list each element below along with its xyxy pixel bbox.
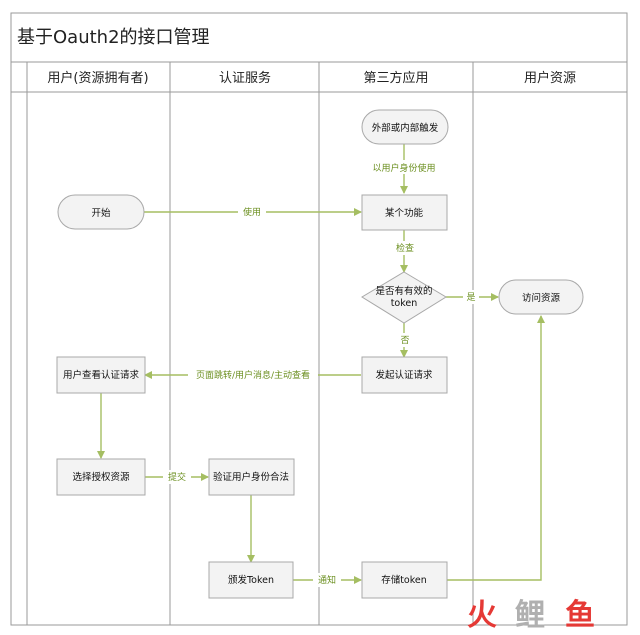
watermark-char-2: 鲤 [515,598,545,633]
node-choose: 选择授权资源 [72,471,130,483]
node-feature: 某个功能 [385,207,424,219]
edge-label-yes: 是 [466,292,475,303]
node-store-shape [361,561,448,599]
edge-label-redirect: 页面跳转/用户消息/主动查看 [196,369,310,381]
edge-labels: 以用户身份使用 使用 检查 是 否 页面跳转/用户消息/主动查看 提交 通知 [163,160,479,587]
node-trigger: 外部或内部触发 [372,122,439,134]
lane-header-user-resource: 用户资源 [524,70,576,86]
node-verify-shape [208,458,295,496]
node-store: 存储token [381,574,427,586]
edge-store-access [447,315,545,581]
edge-label-submit: 提交 [168,471,186,483]
node-view-request-shape [56,356,146,394]
node-decision-shape [361,271,447,324]
edge-label-check: 检查 [396,242,414,254]
watermark-char-1: 火 [467,598,497,633]
node-initiate: 发起认证请求 [375,369,433,381]
node-choose-shape [56,458,146,496]
node-feature-shape [361,194,448,231]
lane-header-auth-service: 认证服务 [219,70,271,86]
edge-label-notify: 通知 [318,574,336,586]
edge-label-use: 使用 [243,206,261,218]
diagram-title: 基于Oauth2的接口管理 [17,27,210,48]
watermark: 火 鲤 鱼 [467,598,595,633]
lane-header-user: 用户(资源拥有者) [47,70,148,86]
node-trigger-shape [361,109,449,145]
node-verify: 验证用户身份合法 [213,471,289,483]
watermark-char-3: 鱼 [565,598,595,633]
edge-label-use-identity: 以用户身份使用 [372,162,435,174]
node-access: 访问资源 [522,292,561,304]
node-access-shape [498,279,584,315]
lane-header-third-party: 第三方应用 [363,70,428,86]
node-decision-line1: 是否有有效的 [375,285,432,297]
edge-label-no: 否 [400,335,409,346]
nodes: 外部或内部触发 开始 某个功能 是否有有效的 token 访问资源 用户查看认证… [56,109,584,599]
node-start: 开始 [91,207,111,219]
node-issue: 颁发Token [228,574,274,586]
node-issue-shape [208,561,294,599]
node-initiate-shape [361,356,448,394]
node-start-shape [57,194,145,230]
node-decision-line2: token [391,298,418,309]
node-view-request: 用户查看认证请求 [63,369,140,381]
